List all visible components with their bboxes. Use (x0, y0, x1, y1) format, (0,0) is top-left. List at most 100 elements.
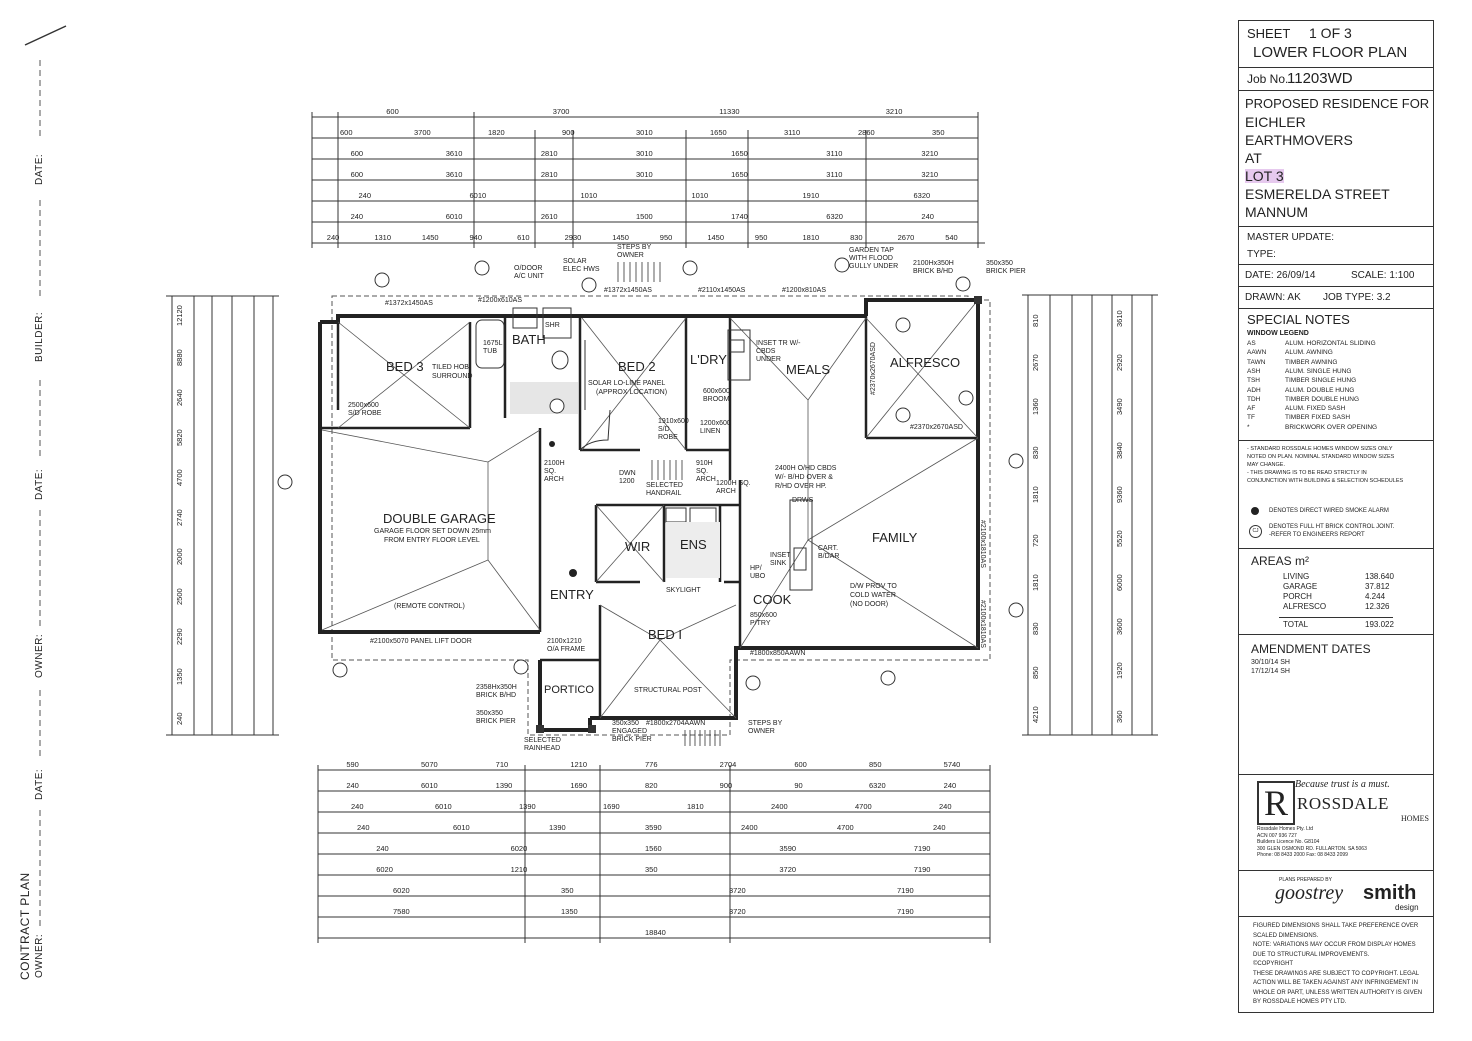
dim-top: 830 (850, 233, 863, 242)
dim-left: 12120 (175, 305, 184, 326)
dim-top: 3210 (885, 107, 903, 116)
note-win-1372: #1372x1450AS (385, 300, 433, 307)
dim-top: 1650 (731, 149, 748, 158)
dim-bottom: 4700 (855, 802, 872, 811)
tb-designer: PLANS PREPARED BY goostrey smith design (1239, 871, 1433, 917)
dim-top: 3700 (414, 128, 431, 137)
dim-right: 1810 (1031, 486, 1040, 503)
note-structural-post: STRUCTURAL POST (634, 687, 702, 694)
dim-bottom: 18840 (645, 928, 666, 937)
dim-bottom: 1690 (603, 802, 620, 811)
room-meals: MEALS (786, 362, 831, 377)
areas-total-rule (1279, 617, 1393, 618)
dim-top: 950 (754, 233, 768, 242)
tb-designer-1: goostrey (1275, 882, 1344, 904)
dim-top: 1650 (731, 170, 748, 179)
note-brick-pier-top: 350x350 BRICK PIER (986, 260, 1026, 275)
legend-code: TF (1247, 414, 1255, 422)
dim-bottom: 3720 (779, 865, 797, 874)
dim-left: 2640 (175, 389, 184, 406)
tb-street: ESMERELDA STREET (1245, 186, 1390, 202)
note-line: CONJUNCTION WITH BUILDING & SELECTION SC… (1247, 478, 1404, 484)
note-inset-tr: INSET TR W/-CBDS UNDER (756, 340, 801, 363)
tb-master-update: MASTER UPDATE: (1247, 232, 1335, 243)
note-win-2110: #2110x1450AS (698, 287, 746, 294)
dim-bottom: 2400 (741, 823, 758, 832)
note-brick-bhd: 2358Hx350H BRICK B/HD (476, 684, 517, 699)
dim-bottom: 1350 (561, 907, 578, 916)
tb-amendment-1: 30/10/14 SH (1251, 659, 1290, 666)
dim-top: 950 (659, 233, 673, 242)
dim-top: 610 (517, 233, 530, 242)
dim-top: 940 (469, 233, 483, 242)
dim-bottom: 240 (376, 844, 389, 853)
company-line: 300 GLEN OSMOND RD. FULLARTON. SA 5063 (1257, 845, 1367, 852)
legend-code: * (1247, 423, 1250, 431)
tb-control-joint-2: -REFER TO ENGINEERS REPORT (1269, 532, 1365, 538)
dim-bottom: 710 (495, 760, 509, 769)
note-solar-panel: SOLAR LO-LINE PANEL (588, 380, 666, 387)
note-tiled-hob: TILED HOB (432, 364, 469, 371)
room-ens: ENS (680, 537, 707, 552)
dim-top: 1650 (710, 128, 727, 137)
room-wir: WIR (625, 539, 651, 554)
tb-drawing-title: LOWER FLOOR PLAN (1253, 44, 1408, 61)
dim-right: 850 (1031, 666, 1040, 679)
dim-right: 830 (1031, 622, 1040, 635)
tb-suburb: MANNUM (1245, 204, 1308, 220)
room-bed1: BED I (648, 627, 682, 642)
tb-logo: Because trust is a must. R ROSSDALE HOME… (1239, 775, 1433, 871)
note-cbds-1: 2400H O/HD CBDS (775, 465, 837, 472)
note-handrail: SELECTED HANDRAIL (646, 482, 683, 497)
dim-top: 240 (921, 212, 934, 221)
dim-bottom: 7580 (393, 907, 410, 916)
note-line: MAY CHANGE. (1247, 462, 1285, 468)
tb-job-no: 11203WD (1287, 70, 1353, 87)
note-linen: 1200x600 LINEN (700, 420, 731, 435)
dim-left: 2290 (175, 628, 184, 646)
tb-lot: LOT 3 (1245, 168, 1284, 184)
note-arch3: 1200H SQ. ARCH (716, 480, 751, 495)
tb-date: DATE: 26/09/14 (1245, 270, 1316, 281)
legend-code: ASH (1247, 367, 1261, 375)
dim-bottom: 6020 (376, 865, 393, 874)
note-ptry: 850x600 P/TRY (750, 612, 777, 627)
dim-top: 1450 (612, 233, 629, 242)
legend-desc: ALUM. AWNING (1285, 349, 1333, 357)
note-cbds-3: R/HD OVER HP. (775, 483, 827, 490)
area-name: ALFRESCO (1283, 602, 1327, 611)
dim-top: 1810 (802, 233, 820, 242)
dim-top: 350 (932, 128, 945, 137)
room-bed3: BED 3 (386, 359, 424, 374)
tb-proposed: PROPOSED RESIDENCE FOR (1245, 96, 1430, 111)
dim-bottom: 350 (561, 886, 574, 895)
dim-left: 8880 (175, 349, 184, 366)
dim-top: 3610 (445, 170, 463, 179)
dim-top: 1010 (580, 191, 598, 200)
note-win-1800-850: #1800x850AAWN (750, 650, 806, 657)
tb-job: Job No. 11203WD (1239, 67, 1433, 91)
dim-bottom: 3590 (645, 823, 662, 832)
note-tub: 1675L TUB (483, 340, 503, 355)
company-line: ACN 007 936 727 (1257, 832, 1297, 839)
note-dw-1: D/W PROV TO (850, 583, 897, 590)
legend-code: TAWN (1247, 358, 1266, 366)
dim-top: 11330 (719, 107, 740, 116)
dim-bottom: 6020 (393, 886, 410, 895)
area-name: PORCH (1283, 592, 1312, 601)
dim-bottom: 90 (794, 781, 803, 790)
dim-top: 3010 (636, 170, 653, 179)
tb-amendments: AMENDMENT DATES 30/10/14 SH 17/12/14 SH (1239, 635, 1433, 775)
dim-bottom: 240 (933, 823, 946, 832)
footer-line: SCALED DIMENSIONS. (1253, 932, 1319, 939)
room-double-garage: DOUBLE GARAGE (383, 511, 496, 526)
note-win-2370a: #2370x2670ASD (870, 342, 877, 395)
legend-code: ADH (1247, 386, 1261, 394)
tb-designer-2: smith (1363, 882, 1417, 904)
footer-line: NOTE: VARIATIONS MAY OCCUR FROM DISPLAY … (1253, 942, 1416, 948)
tb-areas-title: AREAS m² (1251, 554, 1310, 568)
note-drws: DRWS (792, 497, 814, 504)
note-arch2: 910H SQ. ARCH (696, 460, 716, 483)
dim-bottom: 900 (719, 781, 733, 790)
